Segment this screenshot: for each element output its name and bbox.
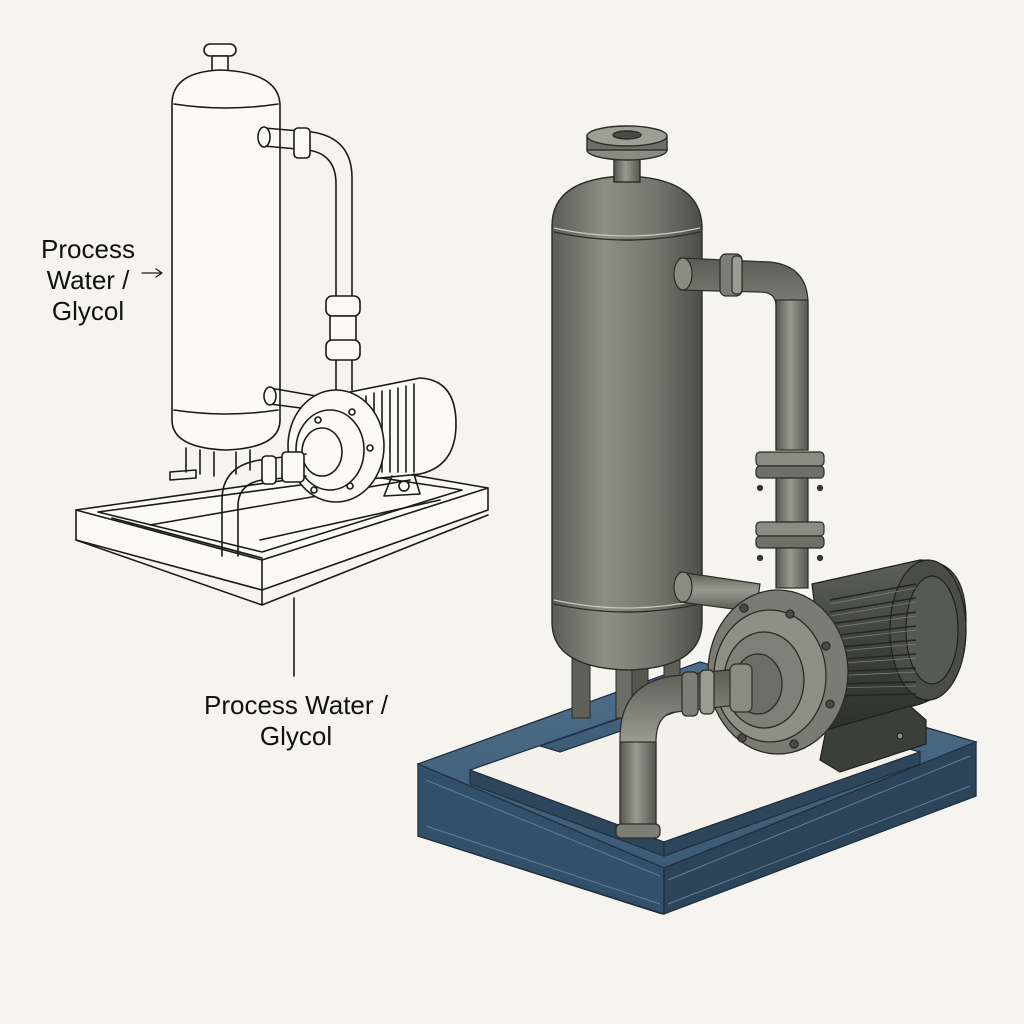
lower-suction-pipe <box>673 571 761 613</box>
rendered-illustration <box>416 125 978 915</box>
electric-motor <box>811 559 967 773</box>
line-base-frame <box>75 467 489 606</box>
label-vessel-line1: Process <box>41 234 135 264</box>
label-base-line2: Glycol <box>259 721 333 751</box>
label-vessel-line3: Glycol <box>51 296 125 326</box>
label-base: Process Water / Glycol <box>186 690 406 752</box>
flanged-spool <box>755 451 825 589</box>
upper-outlet-pipe <box>673 253 809 451</box>
label-vessel-line2: Water / <box>46 265 130 295</box>
line-vessel <box>169 43 281 481</box>
discharge-pipe <box>615 663 753 839</box>
line-upper-pipe <box>257 126 361 391</box>
label-vessel: Process Water / Glycol <box>28 234 148 327</box>
line-drawing <box>75 43 489 677</box>
pressure-vessel <box>551 125 703 671</box>
line-discharge-pipe <box>221 451 307 557</box>
line-pump <box>287 389 385 503</box>
arrow-icon <box>141 268 163 278</box>
label-base-line1: Process Water / <box>204 690 388 720</box>
